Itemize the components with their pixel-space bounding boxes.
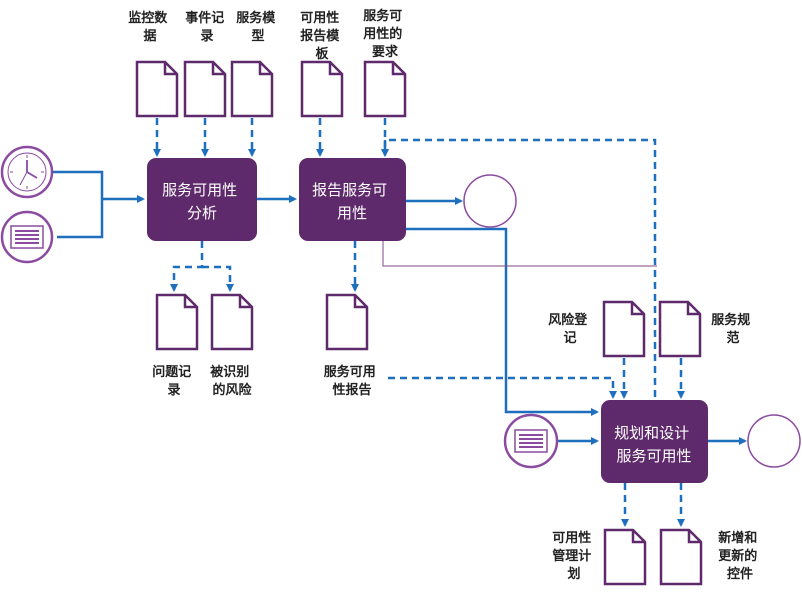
document-icon-problem-records <box>155 293 199 351</box>
label-service-model: 服务模 型 <box>236 10 280 44</box>
document-icon-identified-risks <box>210 293 254 351</box>
document-icon-risk-register <box>602 300 646 358</box>
label-event-records: 事件记 录 <box>185 10 229 44</box>
label-report-template: 可用性 报告模 板 <box>300 10 344 62</box>
process-report-line1: 报告服务可 <box>312 181 387 199</box>
label-availability-report: 服务可用 性报告 <box>324 364 381 398</box>
svg-text:报告服务可 用性: 报告服务可 用性 <box>312 181 392 222</box>
label-identified-risks: 被识别 的风险 <box>209 364 254 398</box>
process-analysis-line1: 服务可用性 <box>162 181 237 199</box>
label-service-spec: 服务规 范 <box>711 312 755 346</box>
connectors <box>52 118 747 527</box>
document-icon-requirements <box>363 60 407 118</box>
label-monitoring-data: 监控数 据 <box>128 10 172 44</box>
process-planning-line2: 服务可用性 <box>616 447 691 465</box>
document-icon-event-records <box>183 60 227 118</box>
end-event-icon <box>463 174 517 228</box>
label-risk-register: 风险登 记 <box>548 312 592 346</box>
process-analysis-line2: 分析 <box>187 204 217 222</box>
list-icon <box>0 210 54 264</box>
svg-text:服务可用性 分析: 服务可用性 分析 <box>162 181 242 222</box>
process-planning[interactable]: 规划和设计 服务可用性 <box>601 400 708 483</box>
process-report-line2: 用性 <box>337 204 367 222</box>
process-report[interactable]: 报告服务可 用性 <box>299 158 406 241</box>
document-icon-availability-report <box>325 293 369 351</box>
process-analysis[interactable]: 服务可用性 分析 <box>147 158 257 241</box>
document-icon-new-controls <box>659 528 703 586</box>
document-icon-service-model <box>230 60 274 118</box>
label-requirements: 服务可 用性的 要求 <box>362 8 407 60</box>
document-icon-management-plan <box>603 528 647 586</box>
clock-icon <box>0 145 54 199</box>
list-icon-planning <box>503 413 559 469</box>
label-new-controls: 新增和 更新的 控件 <box>718 530 762 582</box>
label-management-plan: 可用性 管理计 划 <box>552 530 596 582</box>
document-icon-monitoring-data <box>135 60 179 118</box>
label-problem-records: 问题记 录 <box>152 364 196 398</box>
document-icon-service-spec <box>658 300 702 358</box>
svg-text:规划和设计 服务可用性: 规划和设计 服务可用性 <box>614 424 694 465</box>
document-icon-report-template <box>300 60 344 118</box>
end-event-icon-2 <box>747 414 801 468</box>
process-planning-line1: 规划和设计 <box>614 424 689 442</box>
